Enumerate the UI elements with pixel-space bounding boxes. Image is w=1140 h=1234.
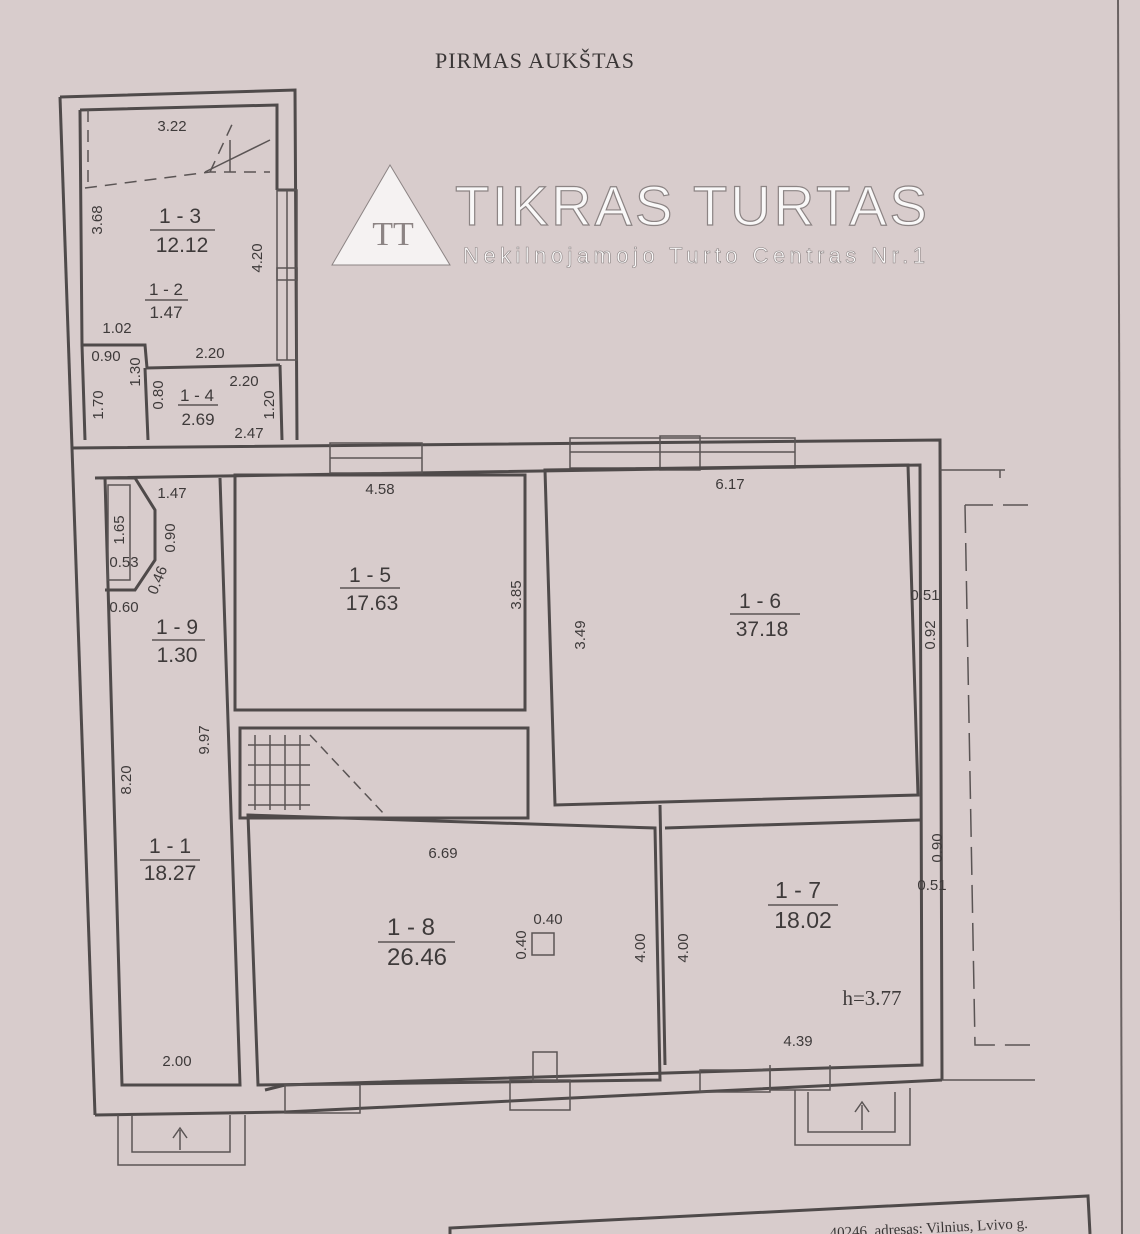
footer-text: ...40246, adresas: Vilnius, Lvivo g. [818,1216,1028,1234]
svg-text:1 - 8: 1 - 8 [387,914,435,941]
svg-text:2.69: 2.69 [181,410,214,429]
svg-text:0.51: 0.51 [910,587,939,604]
svg-text:0.90: 0.90 [162,523,179,552]
svg-text:4.00: 4.00 [632,933,649,962]
svg-text:1.47: 1.47 [149,303,182,322]
svg-text:1.70: 1.70 [90,390,107,419]
svg-text:1 - 7: 1 - 7 [775,877,821,903]
ceiling-height: h=3.77 [842,986,901,1010]
svg-text:0.53: 0.53 [109,554,138,571]
svg-text:0.60: 0.60 [109,599,138,616]
svg-text:0.92: 0.92 [922,620,939,649]
room-1-5: 1 - 5 17.63 [340,564,400,615]
svg-text:0.40: 0.40 [533,911,562,928]
svg-text:1.47: 1.47 [157,485,186,502]
svg-text:1 - 1: 1 - 1 [149,835,191,858]
svg-text:1.02: 1.02 [102,320,131,337]
svg-text:1 - 4: 1 - 4 [180,386,214,405]
room-1-9: 1 - 9 1.30 [152,616,205,667]
plan-title: PIRMAS AUKŠTAS [435,48,635,73]
svg-text:4.00: 4.00 [675,933,692,962]
svg-text:1 - 2: 1 - 2 [149,280,183,299]
svg-text:1.30: 1.30 [127,357,144,386]
svg-text:1.65: 1.65 [111,515,128,544]
svg-text:1.30: 1.30 [157,644,198,667]
svg-text:0.51: 0.51 [917,877,946,894]
room-1-6: 1 - 6 37.18 [730,590,800,641]
room-labels: 1 - 3 12.12 1 - 2 1.47 1 - 4 2.69 1 - 9 1.30… [140,205,902,1010]
svg-text:3.22: 3.22 [157,118,186,135]
svg-text:17.63: 17.63 [346,592,399,615]
svg-text:2.00: 2.00 [162,1053,191,1070]
svg-text:4.58: 4.58 [365,481,394,498]
watermark-logo-icon [331,164,451,266]
svg-text:12.12: 12.12 [156,234,209,257]
room-1-4: 1 - 4 2.69 [178,386,218,429]
svg-text:37.18: 37.18 [736,618,789,641]
svg-text:4.39: 4.39 [783,1033,812,1050]
svg-text:4.20: 4.20 [249,243,266,272]
svg-text:1 - 9: 1 - 9 [156,616,198,639]
room-1-8: 1 - 8 26.46 [378,914,455,971]
watermark: TT TIKRAS TURTAS Nekilnojamojo Turto Cen… [331,164,928,268]
watermark-name: TIKRAS TURTAS [455,174,927,237]
svg-text:2.47: 2.47 [234,425,263,442]
svg-text:0.80: 0.80 [150,380,167,409]
room-1-3: 1 - 3 12.12 [150,205,215,257]
svg-text:0.90: 0.90 [91,348,120,365]
svg-text:0.90: 0.90 [929,833,946,862]
svg-text:3.49: 3.49 [572,620,589,649]
svg-text:1.20: 1.20 [261,390,278,419]
walls [58,88,1092,1234]
page-edge [1117,0,1123,1234]
dimensions: 3.22 3.68 4.20 1.02 0.90 1.30 2.20 2.20 … [89,118,947,1070]
svg-text:1 - 6: 1 - 6 [739,590,781,613]
svg-text:TT: TT [372,216,414,253]
svg-text:2.20: 2.20 [229,373,258,390]
svg-text:1 - 5: 1 - 5 [349,564,391,587]
svg-text:3.68: 3.68 [89,205,106,234]
room-1-1: 1 - 1 18.27 [140,835,200,885]
svg-text:8.20: 8.20 [118,765,135,794]
room-1-7: 1 - 7 18.02 [768,877,838,933]
svg-text:6.17: 6.17 [715,476,744,493]
svg-text:18.27: 18.27 [144,862,197,885]
svg-text:1 - 3: 1 - 3 [159,205,201,228]
svg-text:3.85: 3.85 [508,580,525,609]
watermark-subtitle: Nekilnojamojo Turto Centras Nr.1 [463,243,925,268]
svg-text:0.40: 0.40 [513,930,530,959]
svg-text:6.69: 6.69 [428,845,457,862]
svg-text:26.46: 26.46 [387,944,447,971]
room-1-2: 1 - 2 1.47 [145,280,188,322]
svg-text:9.97: 9.97 [196,725,213,754]
svg-text:2.20: 2.20 [195,345,224,362]
svg-text:18.02: 18.02 [774,907,832,933]
